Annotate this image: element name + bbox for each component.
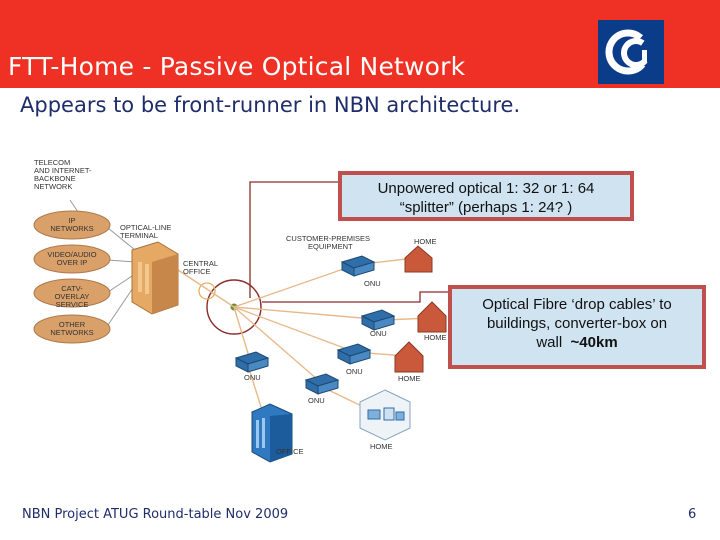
slide-subtitle: Appears to be front-runner in NBN archit… [20,93,521,117]
office-building-icon [251,403,293,463]
onu-label-4: ONU [244,373,261,382]
callout2-leader-line [262,291,448,303]
home-label-1: HOME [414,237,437,246]
onu-label-5: ONU [308,396,325,405]
onu-boxes [234,255,396,395]
drop-cable-callout-line2: buildings, converter-box on [486,315,668,332]
olt-building-icon [131,241,179,315]
smart-home-icon [359,389,411,441]
slide-title: FTT-Home - Passive Optical Network [8,52,466,81]
ca-logo-icon [598,20,664,84]
central-office-marker [198,282,216,300]
drop-cable-callout: Optical Fibre ‘drop cables’ to buildings… [448,285,706,369]
home-label-2: HOME [424,333,447,342]
office-label: OFFICE [276,447,304,456]
home-icons [394,245,447,373]
page-number: 6 [688,507,697,522]
source-network-ovals [33,210,111,344]
splitter-callout: Unpowered optical 1: 32 or 1: 64 “splitt… [338,171,634,221]
drop-cable-callout-line1: Optical Fibre ‘drop cables’ to [482,296,672,313]
home-label-3: HOME [398,374,421,383]
splitter-highlight-circle [206,279,262,335]
onu-label-1: ONU [364,279,381,288]
onu-label-2: ONU [370,329,387,338]
onu-label-3: ONU [346,367,363,376]
callout1-leader-line [249,181,338,298]
splitter-callout-line2: “splitter” (perhaps 1: 24? ) [399,199,573,216]
footer-text: NBN Project ATUG Round-table Nov 2009 [22,507,289,522]
fibre-lines [174,257,431,411]
drop-cable-callout-line3: wall ~40km [536,334,618,351]
home-label-4: HOME [370,442,393,451]
splitter-callout-line1: Unpowered optical 1: 32 or 1: 64 [377,180,595,197]
ca-logo-graphic [605,29,651,75]
